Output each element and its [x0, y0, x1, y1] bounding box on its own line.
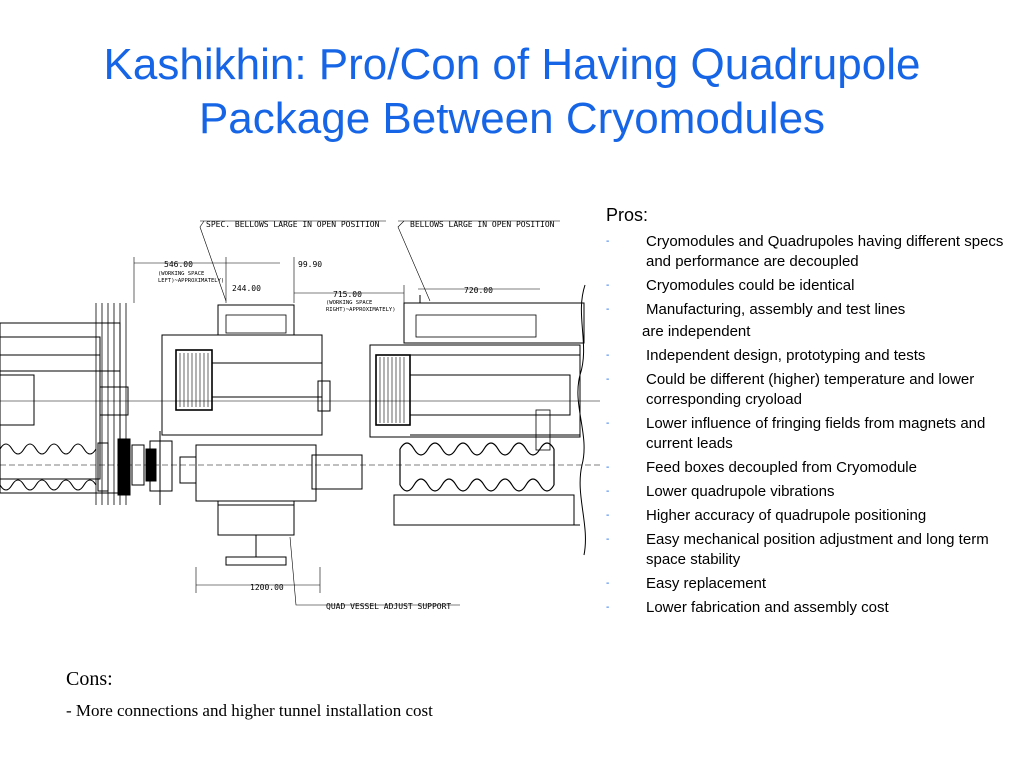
cons-heading: Cons:: [66, 668, 113, 690]
dim-546-note-1: (WORKING SPACE: [158, 271, 204, 277]
bullet-dash: -: [606, 236, 610, 247]
quad-support-callout: QUAD VESSEL ADJUST SUPPORT: [326, 602, 451, 611]
bullet-dash: -: [606, 374, 610, 385]
list-item: -Lower fabrication and assembly cost: [606, 599, 889, 616]
bullet-dash: -: [606, 350, 610, 361]
bullet-dash: -: [606, 510, 610, 521]
pros-heading: Pros:: [606, 205, 649, 225]
title-line-2: Package Between Cryomodules: [198, 94, 826, 143]
list-item: -Could be different (higher) temperature…: [606, 371, 975, 408]
dim-715: 715.00: [333, 290, 362, 299]
dim-715-note-1: (WORKING SPACE: [326, 300, 372, 306]
cons-item: - More connections and higher tunnel ins…: [66, 701, 433, 720]
list-continuation: are independent: [642, 323, 751, 340]
bullet-dash: -: [606, 462, 610, 473]
list-item: -Easy mechanical position adjustment and…: [606, 531, 989, 568]
list-item: -Cryomodules could be identical: [606, 277, 855, 294]
list-item: -Lower quadrupole vibrations: [606, 483, 835, 500]
dim-546: 546.00: [164, 260, 193, 269]
cons-section: Cons: - More connections and higher tunn…: [66, 668, 433, 721]
bullet-dash: -: [606, 486, 610, 497]
list-item: -Manufacturing, assembly and test lines: [606, 301, 906, 318]
list-item: -Easy replacement: [606, 575, 767, 592]
bullet-dash: -: [606, 418, 610, 429]
bullet-dash: -: [606, 534, 610, 545]
spec-bellows-callout: SPEC. BELLOWS LARGE IN OPEN POSITION: [206, 220, 380, 229]
dim-1200: 1200.00: [250, 583, 284, 592]
bullet-dash: -: [606, 602, 610, 613]
dim-720: 720.00: [464, 286, 493, 295]
list-item: -Lower influence of fringing fields from…: [606, 415, 986, 452]
bellows-callout: BELLOWS LARGE IN OPEN POSITION: [410, 220, 555, 229]
cryomodule-drawing: SPEC. BELLOWS LARGE IN OPEN POSITION BEL…: [0, 220, 600, 611]
list-item: -Independent design, prototyping and tes…: [606, 347, 926, 364]
pros-list-continued: -Independent design, prototyping and tes…: [606, 346, 1018, 618]
slide-title: Kashikhin: Pro/Con of Having Quadrupole …: [0, 38, 1024, 146]
dim-99: 99.90: [298, 260, 322, 269]
pros-list: -Cryomodules and Quadrupoles having diff…: [606, 232, 1018, 320]
bullet-dash: -: [606, 304, 610, 315]
dim-715-note-2: RIGHT)~APPROXIMATELY): [326, 307, 396, 313]
bullet-dash: -: [606, 280, 610, 291]
title-line-1: Kashikhin: Pro/Con of Having Quadrupole: [103, 40, 921, 89]
list-item: -Feed boxes decoupled from Cryomodule: [606, 459, 917, 476]
bullet-dash: -: [606, 578, 610, 589]
list-item: -Higher accuracy of quadrupole positioni…: [606, 507, 927, 524]
pros-section: Pros: -Cryomodules and Quadrupoles havin…: [606, 205, 1018, 622]
dim-546-note-2: LEFT)~APPROXIMATELY): [158, 278, 224, 284]
list-item: -Cryomodules and Quadrupoles having diff…: [606, 233, 1004, 270]
dim-244: 244.00: [232, 284, 261, 293]
